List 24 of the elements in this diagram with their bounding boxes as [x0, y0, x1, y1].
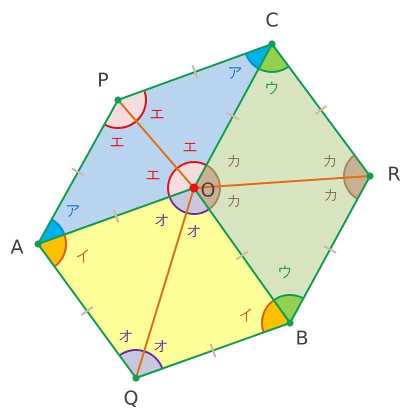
angle-label: エ — [150, 106, 164, 122]
point-label: R — [387, 166, 401, 184]
angle-label: ア — [228, 66, 242, 80]
angle-label: エ — [182, 140, 198, 154]
angle-label: イ — [76, 248, 90, 264]
angle-label: オ — [154, 212, 170, 228]
angle-label: ウ — [264, 80, 280, 96]
angle-label: エ — [146, 168, 160, 182]
angle-label: ウ — [278, 264, 292, 280]
angle-label: オ — [186, 224, 202, 238]
angle-label: カ — [324, 188, 338, 202]
angle-label: オ — [118, 328, 134, 344]
point-label: Q — [124, 390, 138, 408]
angle-label: ア — [66, 204, 80, 218]
point-label: C — [265, 12, 279, 30]
angle-label: カ — [322, 154, 338, 168]
angle-label: カ — [226, 154, 242, 168]
point-label: B — [295, 330, 309, 348]
angle-label: カ — [226, 194, 242, 208]
angle-label: イ — [238, 308, 254, 322]
angle-label: オ — [154, 338, 168, 354]
point-label: P — [97, 72, 109, 90]
point-label: A — [10, 238, 24, 258]
angle-label: エ — [110, 134, 124, 150]
